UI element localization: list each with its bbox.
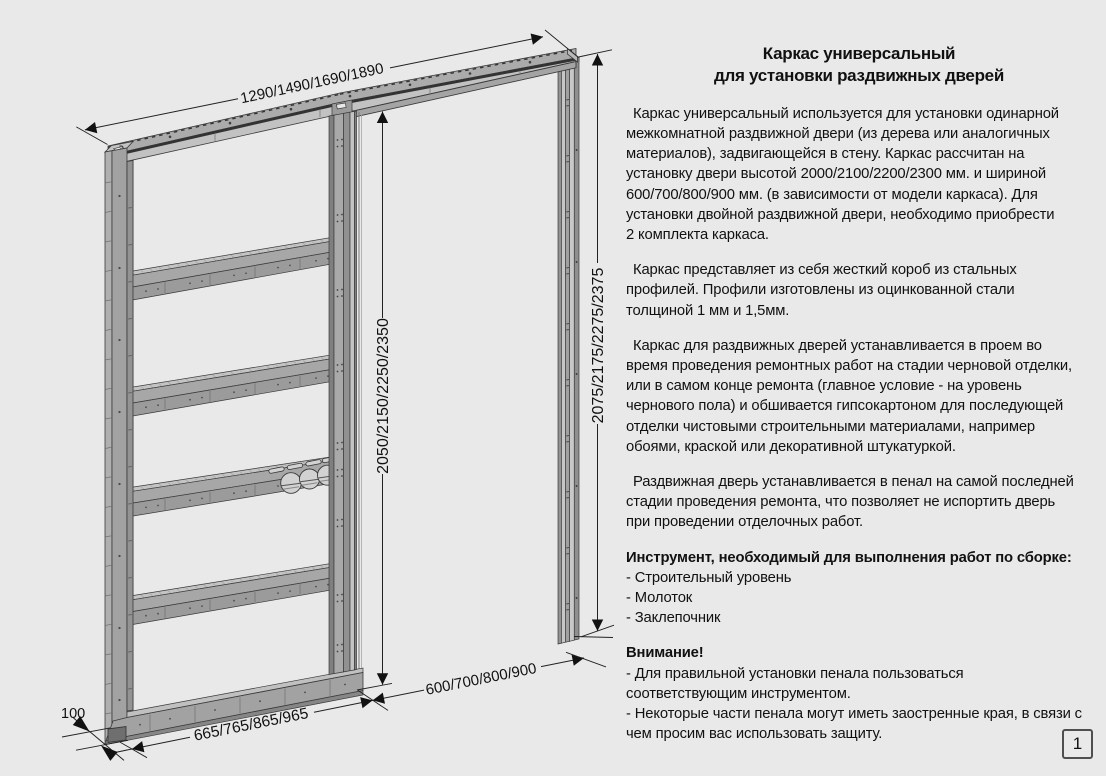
svg-text:2075/2175/2275/2375: 2075/2175/2275/2375 <box>590 268 607 424</box>
svg-text:600/700/800/900: 600/700/800/900 <box>424 660 538 699</box>
svg-text:2050/2150/2250/2350: 2050/2150/2250/2350 <box>375 318 392 474</box>
